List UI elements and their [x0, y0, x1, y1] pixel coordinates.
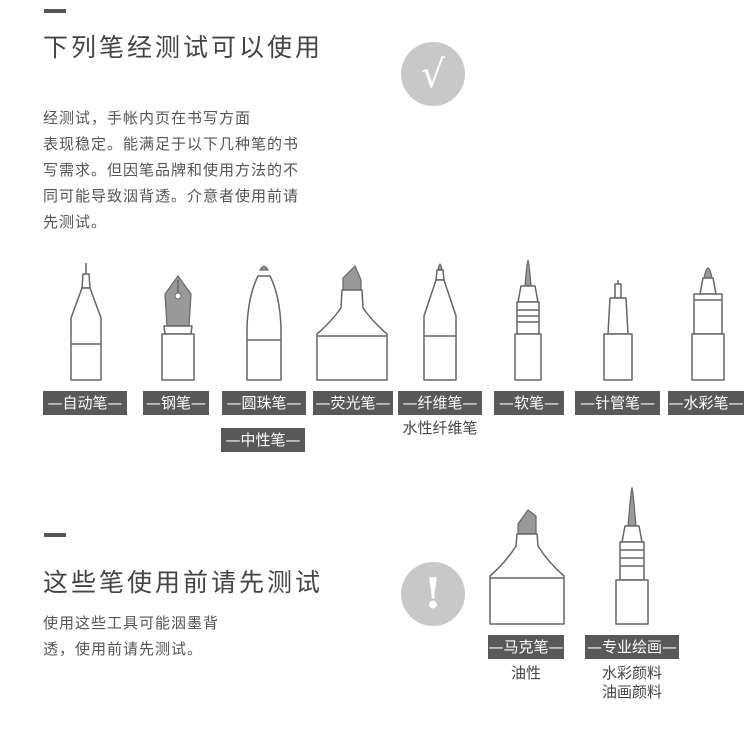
- description-line: 使用这些工具可能洇墨背: [43, 614, 220, 632]
- section2-description: 使用这些工具可能洇墨背 透，使用前请先测试。: [43, 610, 219, 662]
- tag-watercolor-pen: —水彩笔—: [668, 391, 744, 415]
- section1-description: 经测试，手帐内页在书写方面 表现稳定。能满足于以下几种笔的书 写需求。但因笔品牌…: [43, 105, 299, 235]
- heading-dash: [44, 9, 66, 13]
- description-line: 经测试，手帐内页在书写方面: [43, 109, 252, 127]
- needle-pen-icon: [603, 280, 633, 381]
- tag-mechanical-pencil: —自动笔—: [43, 391, 127, 415]
- watercolor-pen-icon: [691, 267, 725, 381]
- heading-dash: [44, 533, 66, 537]
- tag-fiber-pen: —纤维笔—: [398, 391, 482, 415]
- tag-ballpoint-pen: —圆珠笔—: [222, 391, 306, 415]
- tag-highlighter: —荧光笔—: [313, 391, 393, 415]
- tag-fountain-pen: —钢笔—: [143, 391, 209, 415]
- painting-note-line: 油画颜料: [601, 683, 662, 701]
- fountain-pen-icon: [161, 274, 195, 381]
- marker-note: 油性: [510, 664, 541, 682]
- mechanical-pencil-icon: [70, 263, 102, 381]
- warning-circle-icon: !: [401, 562, 465, 626]
- marker-icon: [489, 509, 565, 625]
- highlighter-icon: [316, 264, 388, 381]
- description-line: 先测试。: [43, 213, 108, 231]
- ballpoint-pen-icon: [246, 265, 282, 381]
- tag-gel-pen: —中性笔—: [221, 428, 305, 452]
- fiber-pen-icon: [423, 263, 457, 381]
- brush-pen-icon: [514, 259, 542, 381]
- description-line: 写需求。但因笔品牌和使用方法的不: [43, 161, 300, 179]
- section1-title: 下列笔经测试可以使用: [43, 33, 324, 62]
- section2-title: 这些笔使用前请先测试: [43, 568, 324, 597]
- tag-professional-painting: —专业绘画—: [585, 635, 679, 659]
- painting-note-line: 水彩颜料: [601, 664, 662, 682]
- paint-brush-pen-icon: [615, 486, 649, 625]
- tag-needle-pen: —针管笔—: [575, 391, 660, 415]
- description-line: 同可能导致洇背透。介意者使用前请: [43, 187, 300, 205]
- tag-marker: —马克笔—: [488, 635, 564, 659]
- check-circle-icon: √: [401, 42, 465, 106]
- description-line: 透，使用前请先测试。: [43, 640, 204, 658]
- description-line: 表现稳定。能满足于以下几种笔的书: [43, 135, 300, 153]
- tag-brush-pen: —软笔—: [494, 391, 564, 415]
- fiber-pen-note: 水性纤维笔: [402, 419, 478, 437]
